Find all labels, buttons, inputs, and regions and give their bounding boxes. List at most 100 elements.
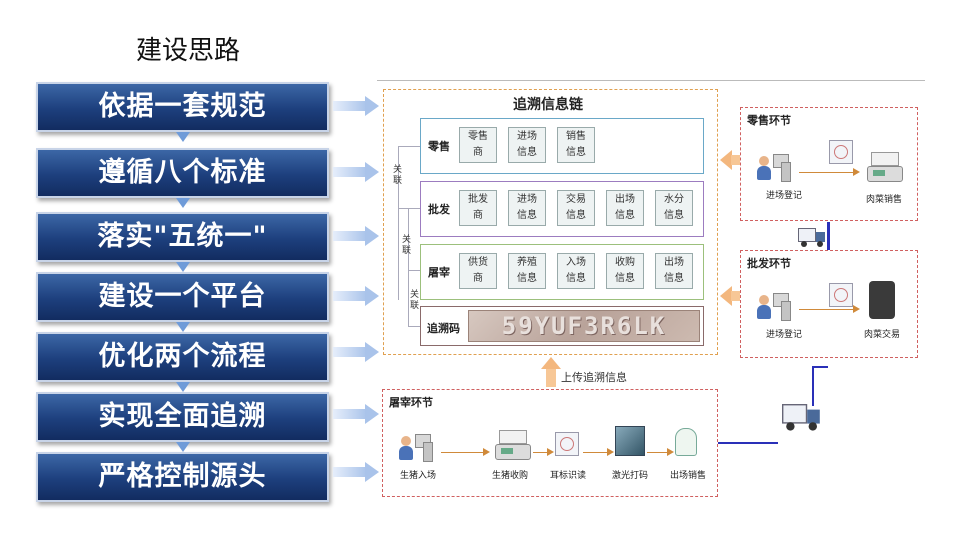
truck-icon: [798, 228, 826, 247]
principle-box-4: 建设一个平台: [36, 272, 329, 322]
down-arrow-icon: [176, 132, 190, 142]
connector-line: [812, 366, 828, 368]
row-label: 屠宰: [428, 266, 450, 279]
person-computer-icon: [757, 152, 793, 184]
chain-row-wholesale: 批发 批发 商 进场 信息 交易 信息 出场 信息 水分 信息: [420, 181, 704, 237]
wholesale-stage: 批发环节 进场登记 肉菜交易: [740, 250, 918, 358]
relation-line: [408, 208, 409, 326]
step-label: 生猪入场: [399, 471, 436, 481]
principle-box-3: 落实"五统一": [36, 212, 329, 262]
info-cell: 供货 商: [459, 253, 497, 289]
chain-row-retail: 零售 零售 商 进场 信息 销售 信息: [420, 118, 704, 174]
arrow-left-icon: [731, 155, 745, 165]
info-cell: 批发 商: [459, 190, 497, 226]
trace-code-label: 追溯码: [427, 322, 460, 335]
relation-line: [398, 146, 399, 300]
upload-label: 上传追溯信息: [561, 371, 627, 384]
flow-arrow: [799, 172, 853, 173]
down-arrow-icon: [176, 382, 190, 392]
chain-row-slaughter: 屠宰 供货 商 养殖 信息 入场 信息 收购 信息 出场 信息: [420, 244, 704, 300]
trade-screen-icon: [829, 283, 853, 307]
info-cell: 交易 信息: [557, 190, 595, 226]
trace-code-row: 追溯码 59YUF3R6LK: [420, 306, 704, 346]
principle-box-2: 遵循八个标准: [36, 148, 329, 198]
step-label: 出场销售: [669, 471, 706, 481]
relation-label: 关 联: [410, 290, 420, 311]
exit-sale-icon: [675, 428, 697, 456]
relation-line: [408, 270, 420, 271]
step-label: 耳标识读: [549, 471, 586, 481]
relation-line: [398, 208, 420, 209]
step-label: 激光打码: [611, 471, 648, 481]
flow-arrow: [583, 452, 607, 453]
step-label: 生猪收购: [491, 471, 528, 481]
info-cell: 进场 信息: [508, 127, 546, 163]
principle-box-7: 严格控制源头: [36, 452, 329, 502]
down-arrow-icon: [176, 322, 190, 332]
step-label: 肉菜交易: [863, 330, 900, 340]
right-arrow-icon: [333, 226, 381, 246]
arrow-left-icon: [731, 291, 745, 301]
flow-arrow-head: [483, 448, 490, 456]
step-label: 肉菜销售: [865, 195, 902, 205]
flow-arrow: [647, 452, 667, 453]
relation-line: [398, 146, 420, 147]
principle-box-1: 依据一套规范: [36, 82, 329, 132]
info-cell: 出场 信息: [655, 253, 693, 289]
right-arrow-icon: [333, 404, 381, 424]
page-title: 建设思路: [136, 36, 241, 66]
right-arrow-icon: [333, 162, 381, 182]
trace-code-value: 59YUF3R6LK: [468, 310, 700, 342]
row-label: 零售: [428, 140, 450, 153]
person-computer-icon: [757, 291, 793, 323]
step-label: 进场登记: [765, 330, 802, 340]
down-arrow-icon: [176, 198, 190, 208]
info-cell: 进场 信息: [508, 190, 546, 226]
diagram-frame: [377, 80, 925, 501]
upload-arrow-icon: [541, 357, 561, 387]
scale-icon: [493, 426, 533, 460]
right-arrow-icon: [333, 96, 381, 116]
row-label: 批发: [428, 203, 450, 216]
truck-icon: [782, 404, 821, 431]
right-arrow-icon: [333, 462, 381, 482]
retail-stage: 零售环节 进场登记 肉菜销售: [740, 107, 918, 221]
flow-arrow-head: [853, 305, 860, 313]
right-arrow-icon: [333, 342, 381, 362]
stage-title: 零售环节: [747, 114, 791, 127]
flow-arrow-head: [547, 448, 554, 456]
flow-arrow: [533, 452, 547, 453]
pos-terminal-icon: [869, 281, 895, 319]
flow-arrow: [441, 452, 483, 453]
arrow-left-icon: [720, 286, 732, 306]
trace-chain-title: 追溯信息链: [513, 97, 583, 113]
arrow-left-icon: [720, 150, 732, 170]
relation-label: 关 联: [402, 235, 412, 256]
down-arrow-icon: [176, 442, 190, 452]
flow-arrow-head: [667, 448, 674, 456]
info-cell: 零售 商: [459, 127, 497, 163]
person-computer-icon: [399, 432, 435, 464]
info-cell: 水分 信息: [655, 190, 693, 226]
stage-title: 批发环节: [747, 257, 791, 270]
flow-arrow-head: [853, 168, 860, 176]
slaughter-stage: 屠宰环节 生猪入场 生猪收购 耳标识读 激光打码 出场销售: [382, 389, 718, 497]
info-cell: 收购 信息: [606, 253, 644, 289]
laser-printer-icon: [615, 426, 645, 456]
down-arrow-icon: [176, 262, 190, 272]
relation-label: 关 联: [393, 165, 403, 186]
info-cell: 养殖 信息: [508, 253, 546, 289]
stage-title: 屠宰环节: [389, 396, 433, 409]
right-arrow-icon: [333, 286, 381, 306]
info-cell: 出场 信息: [606, 190, 644, 226]
step-label: 进场登记: [765, 191, 802, 201]
connector-line: [827, 222, 830, 250]
connector-line: [812, 366, 814, 406]
principle-box-6: 实现全面追溯: [36, 392, 329, 442]
info-cell: 销售 信息: [557, 127, 595, 163]
relation-line: [408, 326, 420, 327]
principle-box-5: 优化两个流程: [36, 332, 329, 382]
flow-arrow-head: [607, 448, 614, 456]
scale-icon: [865, 148, 905, 182]
connector-line: [718, 442, 778, 444]
